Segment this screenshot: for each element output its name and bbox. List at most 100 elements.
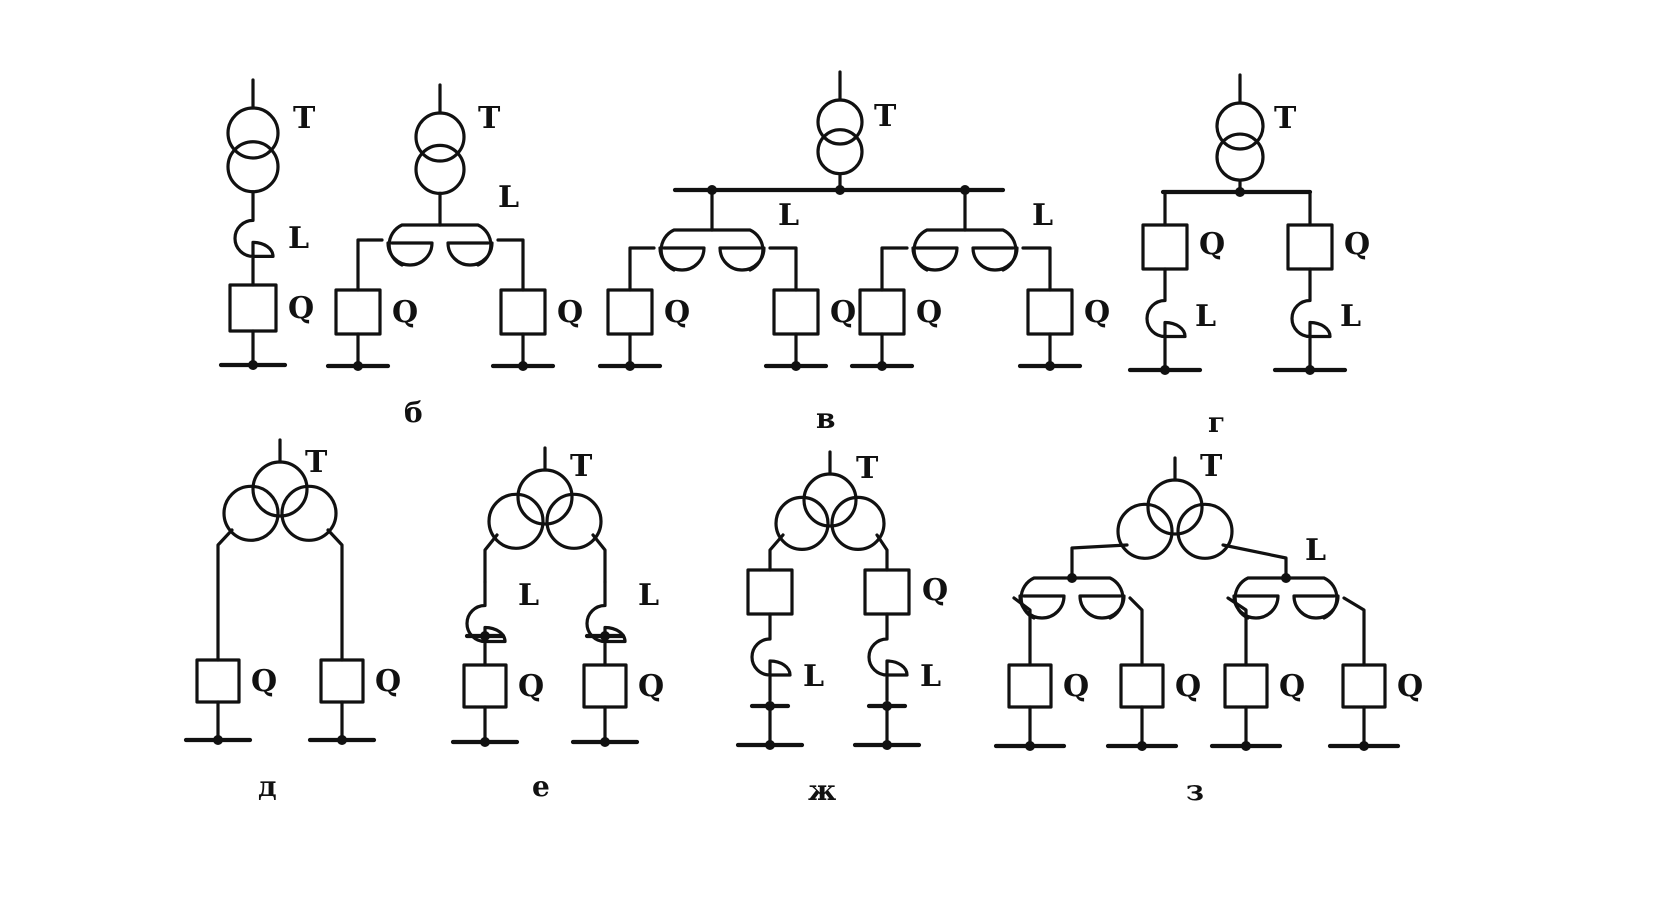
breaker-label: Q [1084,295,1110,330]
winding-circle [516,468,574,526]
branch-lead [1342,596,1366,667]
reactor-coil [465,580,507,667]
breaker-label: Q [392,295,418,330]
breaker-square [1141,223,1189,271]
scheme-caption: д [258,770,277,803]
winding-circle [280,484,338,542]
winding-circle [226,140,280,194]
reactor-coil [867,612,909,702]
scheme-caption: г [1208,406,1225,439]
reactor-coil-right [1284,576,1340,620]
winding-circle [226,106,280,160]
reactor-coil [1145,267,1187,370]
junction-dot [600,631,610,641]
transformer-label: T [856,451,879,486]
bus-tap-dot [882,740,892,750]
breaker-square [334,288,382,336]
breaker-label: Q [830,295,856,330]
breaker-square [319,658,365,704]
bus-tap-dot [1359,741,1369,751]
breaker-square [1286,223,1334,271]
reactor-symbol [585,580,627,667]
winding-circle [487,492,545,550]
breaker-label: Q [251,664,277,699]
reactor-coil [585,580,627,667]
split-reactor-symbol [911,228,1019,272]
reactor-label: L [498,180,519,215]
junction-dot [480,631,490,641]
reactor-symbol [1145,267,1187,370]
winding-circle [545,492,603,550]
reactor-symbol [233,190,275,287]
scheme-caption: б [404,396,423,429]
reactor-symbol [465,580,507,667]
reactor-symbol [750,612,792,702]
split-transformer-symbol [222,438,338,542]
branch-lead [1012,596,1032,667]
breaker-square [606,288,654,336]
bus-tap-dot [353,361,363,371]
bus-tap-dot [1045,361,1055,371]
winding-lead-left [768,533,785,572]
winding-lead-left [483,533,499,584]
winding-lead-left [1070,543,1129,580]
branch-lead [1128,596,1144,667]
breaker-square [195,658,241,704]
breaker-label: Q [638,669,664,704]
reactor-coil-left [386,223,442,267]
bus-tap-dot [1137,741,1147,751]
branch-lead [880,246,909,292]
breaker-square [1119,663,1165,709]
bus-tap-dot [1305,365,1315,375]
bus-tap-dot [337,735,347,745]
reactor-coil [1290,267,1332,370]
breaker-label: Q [1279,669,1305,704]
winding-circle [802,472,858,528]
breaker-square [582,663,628,709]
bus-tap-dot [518,361,528,371]
breaker-square [863,568,911,616]
breaker-label: Q [557,295,583,330]
breaker-square [858,288,906,336]
breaker-label: Q [1397,669,1423,704]
transformer-symbol [816,70,864,176]
branch-lead [1021,246,1052,292]
transformer-symbol [1215,73,1265,182]
breaker-square [1341,663,1387,709]
winding-circle [1215,132,1265,182]
breaker-square [228,283,278,333]
bus-tap-dot [877,361,887,371]
branch-lead [1226,596,1248,667]
scheme-caption: в [816,402,835,435]
bus-tap-dot [480,737,490,747]
breaker-square [499,288,547,336]
winding-circle [774,495,830,552]
breaker-square [746,568,794,616]
branch-lead-right [496,238,525,292]
reactor-coil-left [658,228,714,272]
reactor-label: L [1305,533,1326,568]
reactor-coil-right [438,223,494,267]
breaker-label: Q [1175,669,1201,704]
reactor-label: L [803,659,824,694]
bus-tap-dot [1160,365,1170,375]
breaker-label: Q [288,291,314,326]
reactor-label: L [518,578,539,613]
breaker-label: Q [664,295,690,330]
winding-circle [251,460,309,518]
winding-circle [414,143,466,195]
reactor-coil-left [1232,576,1288,620]
split-transformer-symbol [487,446,603,550]
transformer-label: T [305,445,328,480]
winding-circle [1176,502,1234,560]
reactor-coil [233,190,275,287]
transformer-label: T [874,99,897,134]
breaker-square [1223,663,1269,709]
bus-tap-dot [765,740,775,750]
